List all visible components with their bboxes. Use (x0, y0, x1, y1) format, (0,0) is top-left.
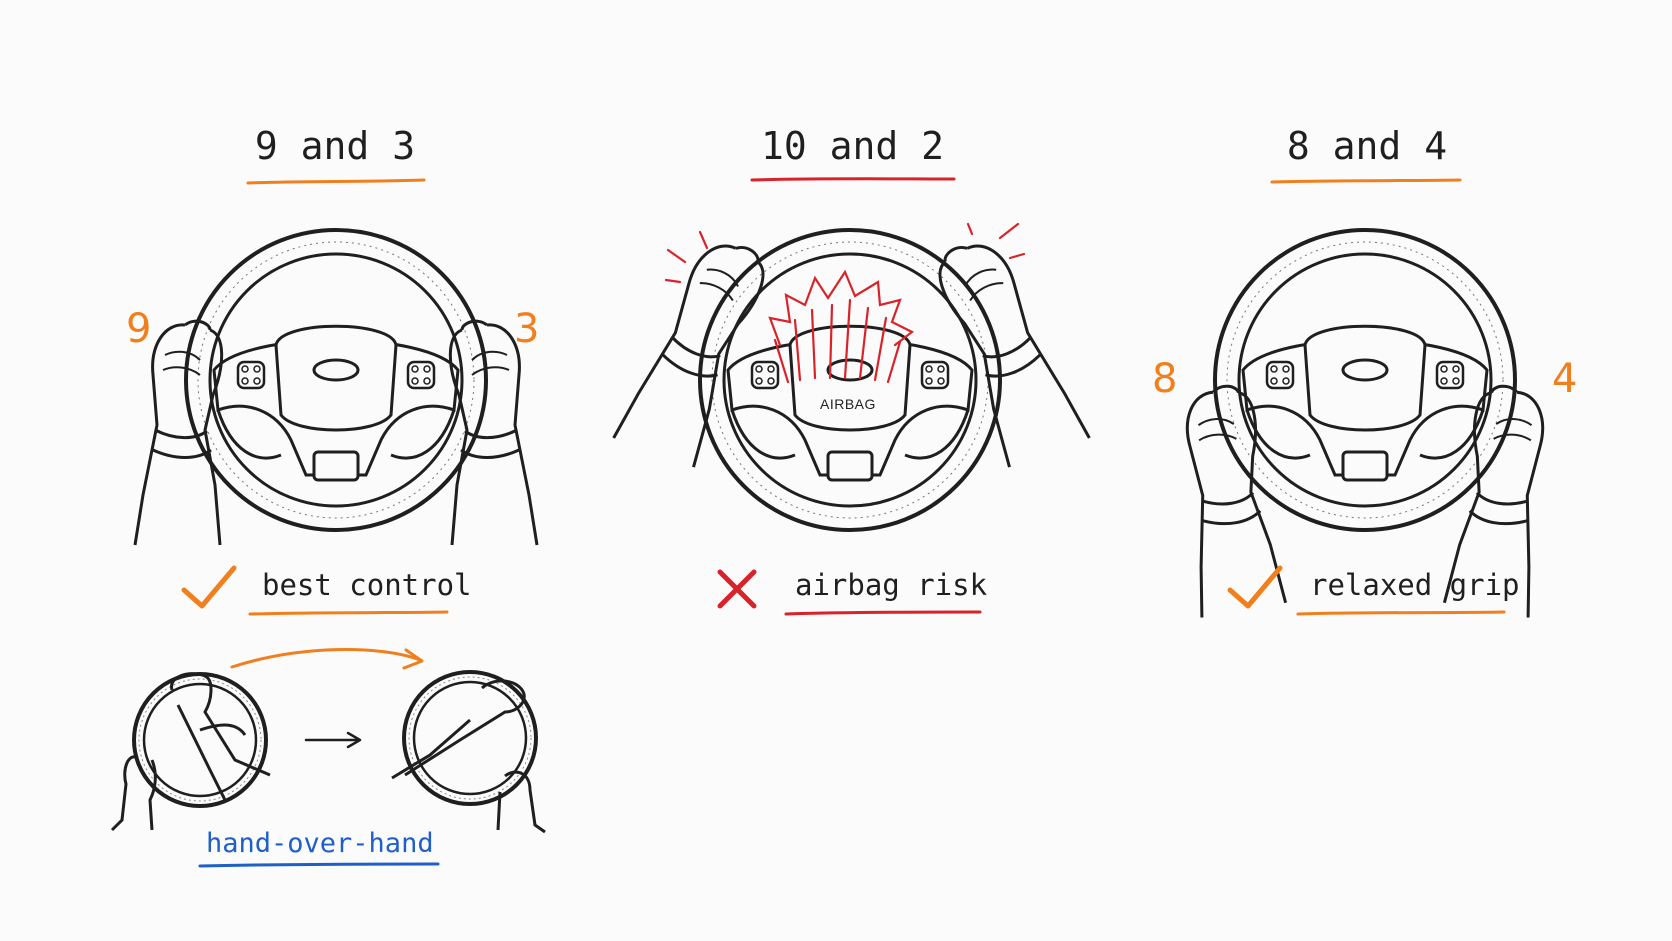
left-number-9: 9 (126, 306, 152, 352)
title-underline-2 (750, 177, 956, 182)
right-number-4: 4 (1552, 356, 1578, 402)
right-number-3: 3 (514, 306, 540, 352)
caption-underline-4 (198, 862, 440, 868)
hand-icon (931, 228, 1089, 468)
caption-best-control: best control (262, 568, 472, 602)
title-8-and-4: 8 and 4 (1286, 124, 1448, 168)
steering-wheel-icon (1213, 228, 1517, 532)
airbag-burst-icon (664, 222, 1026, 384)
panel-10-and-2 (612, 177, 1090, 616)
caption-relaxed-grip: relaxed grip (1310, 568, 1520, 602)
hand-icon (110, 672, 271, 832)
caption-hand-over-hand: hand-over-hand (206, 828, 434, 859)
steering-wheel-icon (132, 672, 268, 808)
title-9-and-3: 9 and 3 (254, 124, 416, 168)
steering-wheel-icon (402, 670, 538, 806)
panel-9-and-3 (133, 178, 537, 616)
caption-underline-1 (248, 610, 449, 616)
left-number-8: 8 (1152, 356, 1178, 402)
title-underline-3 (1270, 178, 1462, 184)
title-underline-1 (246, 178, 426, 185)
title-10-and-2: 10 and 2 (760, 124, 945, 168)
check-icon (1227, 565, 1283, 609)
caption-underline-2 (784, 610, 982, 616)
hand-icon (391, 679, 546, 834)
steering-wheel-icon (698, 228, 1002, 532)
check-icon (181, 565, 237, 609)
caption-underline-3 (1296, 610, 1506, 616)
arrow-right-icon (230, 648, 422, 669)
hand-over-hand-technique (110, 648, 546, 868)
panel-8-and-4 (1161, 178, 1567, 620)
steering-wheel-icon (184, 228, 488, 532)
hand-icon (612, 226, 774, 470)
airbag-label: AIRBAG (820, 396, 876, 412)
caption-airbag-risk: airbag risk (795, 568, 988, 602)
cross-icon (717, 569, 757, 609)
